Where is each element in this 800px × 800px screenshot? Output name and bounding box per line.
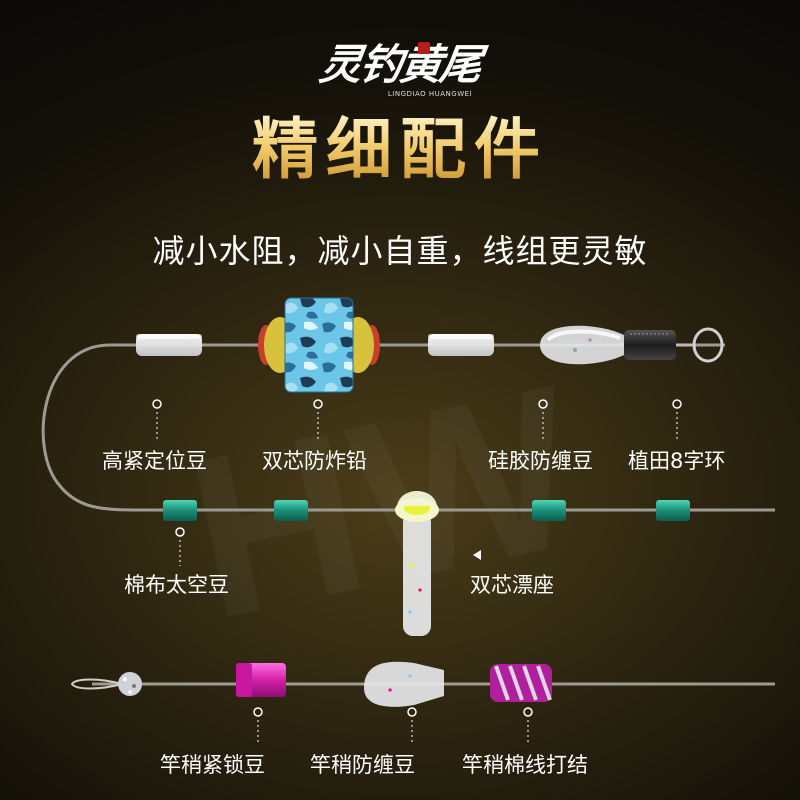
callout-tip-knot	[523, 707, 533, 744]
label-double-core-sinker: 双芯防炸铅	[262, 449, 367, 473]
silicone-anti-tangle-bead	[540, 325, 626, 365]
tip-lock-bead	[236, 663, 286, 697]
brand-logo: 灵钓黄尾 LINGDIAO HUANGWEI	[300, 38, 500, 108]
callout-sinker	[313, 399, 323, 440]
figure-8-swivel	[624, 327, 724, 363]
label-float-seat: 双芯漂座	[470, 573, 554, 597]
label-tip-cotton-knot: 竿稍棉线打结	[462, 753, 588, 777]
page-title: 精细配件	[0, 110, 800, 190]
callout-tip-anti-tangle	[407, 707, 417, 744]
double-core-float-seat	[395, 491, 439, 636]
callout-tip-lock	[253, 707, 263, 744]
page-subtitle: 减小水阻，减小自重，线组更灵敏	[152, 232, 648, 270]
tip-cotton-knot	[490, 664, 552, 702]
space-bead-4	[656, 500, 690, 521]
tip-ball-bead	[118, 672, 142, 696]
label-silicone-bead: 硅胶防缠豆	[488, 449, 593, 473]
brand-seal-icon	[418, 42, 430, 54]
tip-anti-tangle-bead	[364, 661, 444, 707]
space-bead-1	[163, 500, 197, 521]
label-stopper-bead: 高紧定位豆	[102, 449, 207, 473]
double-core-sinker	[258, 297, 380, 393]
callout-stopper	[152, 399, 162, 440]
label-tip-lock-bead: 竿稍紧锁豆	[160, 753, 265, 777]
main-line	[41, 343, 775, 512]
stopper-bead-right	[428, 334, 494, 356]
label-space-bead: 棉布太空豆	[124, 573, 229, 597]
brand-name-en: LINGDIAO HUANGWEI	[387, 90, 473, 98]
space-bead-2	[274, 500, 308, 521]
stopper-bead-left	[136, 334, 202, 356]
brand-name-cn: 灵钓黄尾	[316, 40, 484, 89]
label-tip-anti-tangle-bead: 竿稍防缠豆	[310, 753, 415, 777]
callout-space-bead	[175, 527, 185, 566]
space-bead-3	[532, 500, 566, 521]
pointer-triangle	[473, 550, 481, 560]
callout-swivel	[672, 399, 682, 440]
tip-loop	[70, 678, 126, 690]
callout-silicone	[538, 399, 548, 440]
label-figure-8-swivel: 植田8字环	[628, 449, 726, 473]
